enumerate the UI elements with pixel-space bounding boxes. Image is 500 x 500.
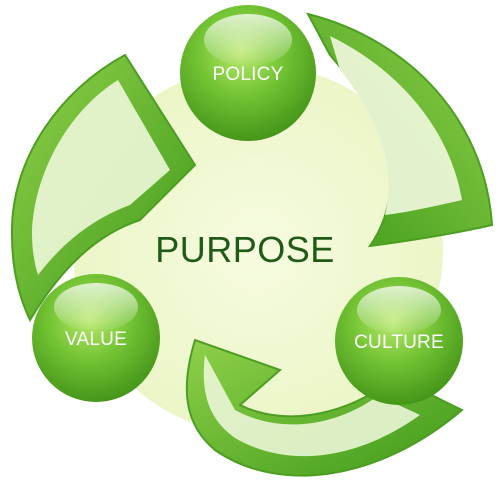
node-culture: CULTURE — [335, 277, 463, 405]
node-culture-label: CULTURE — [354, 332, 444, 353]
node-policy-label: POLICY — [213, 64, 284, 85]
arrow-top-right — [306, 12, 494, 248]
node-value-label: VALUE — [65, 329, 127, 350]
node-policy: POLICY — [180, 5, 316, 141]
center-label: PURPOSE — [155, 229, 335, 270]
arrow-bottom — [185, 338, 464, 477]
node-value: VALUE — [32, 274, 160, 402]
arrow-left — [10, 53, 197, 323]
